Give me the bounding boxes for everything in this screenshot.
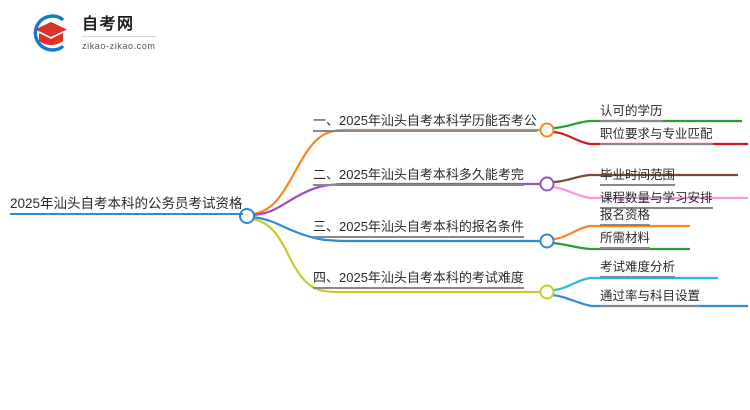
edge-branch-1-child-1 [551,119,742,130]
edge-branch-4-child-2 [551,293,748,308]
joint-branch-2[interactable] [539,176,555,192]
mindmap-leaf-3-2[interactable]: 所需材料 [600,230,651,249]
mindmap-leaf-2-2[interactable]: 课程数量与学习安排 [600,190,713,209]
edge-root-branch-3 [251,215,351,243]
mindmap-branch-3[interactable]: 三、2025年汕头自考本科的报名条件 [313,219,524,238]
edge-branch-3-child-1 [551,224,690,241]
edge-branch-4-child-1 [551,276,718,292]
joint-branch-1[interactable] [539,122,555,138]
mindmap-root-node[interactable]: 2025年汕头自考本科的公务员考试资格 [10,196,243,215]
logo-name-cn: 自考网 [82,16,156,37]
joint-branch-3[interactable] [539,233,555,249]
mindmap-leaf-1-2[interactable]: 职位要求与专业匹配 [600,126,713,145]
logo-url: zikao-zikao.com [82,40,156,51]
edge-branch-2-child-2 [551,185,748,200]
edge-root-branch-4 [251,217,341,294]
mindmap-leaf-4-1[interactable]: 考试难度分析 [600,259,676,278]
edge-branch-2-child-1 [551,173,738,184]
edge-root-branch-1 [251,128,346,216]
graduation-cap-icon [28,10,74,56]
site-logo[interactable]: 自考网 zikao-zikao.com [28,10,156,56]
mindmap-branch-4[interactable]: 四、2025年汕头自考本科的考试难度 [313,270,524,289]
mindmap-leaf-3-1[interactable]: 报名资格 [600,207,651,226]
mindmap-leaf-1-1[interactable]: 认可的学历 [600,103,663,122]
mindmap-leaf-2-1[interactable]: 毕业时间范围 [600,167,676,186]
mindmap-leaf-4-2[interactable]: 通过率与科目设置 [600,288,701,307]
edge-root-branch-2 [251,182,351,217]
mindmap-branch-1[interactable]: 一、2025年汕头自考本科学历能否考公 [313,113,537,132]
edge-branch-3-child-2 [551,241,690,251]
edge-branch-1-child-2 [551,130,748,146]
joint-root[interactable] [239,208,255,224]
mindmap-branch-2[interactable]: 二、2025年汕头自考本科多久能考完 [313,167,524,186]
joint-branch-4[interactable] [539,284,555,300]
